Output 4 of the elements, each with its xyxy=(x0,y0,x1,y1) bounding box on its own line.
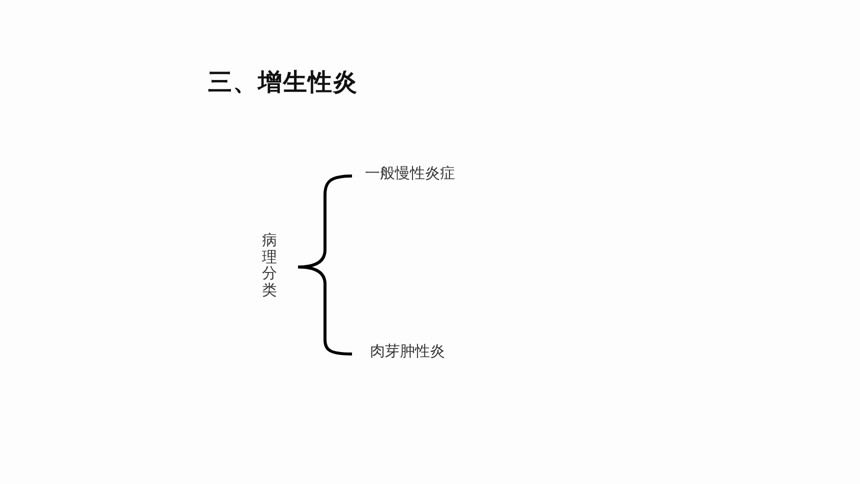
slide-title: 三、增生性炎 xyxy=(208,67,358,98)
vertical-category-label: 病理分类 xyxy=(262,232,277,298)
branch-label: 肉芽肿性炎 xyxy=(370,342,445,361)
branch-label: 一般慢性炎症 xyxy=(365,164,455,183)
